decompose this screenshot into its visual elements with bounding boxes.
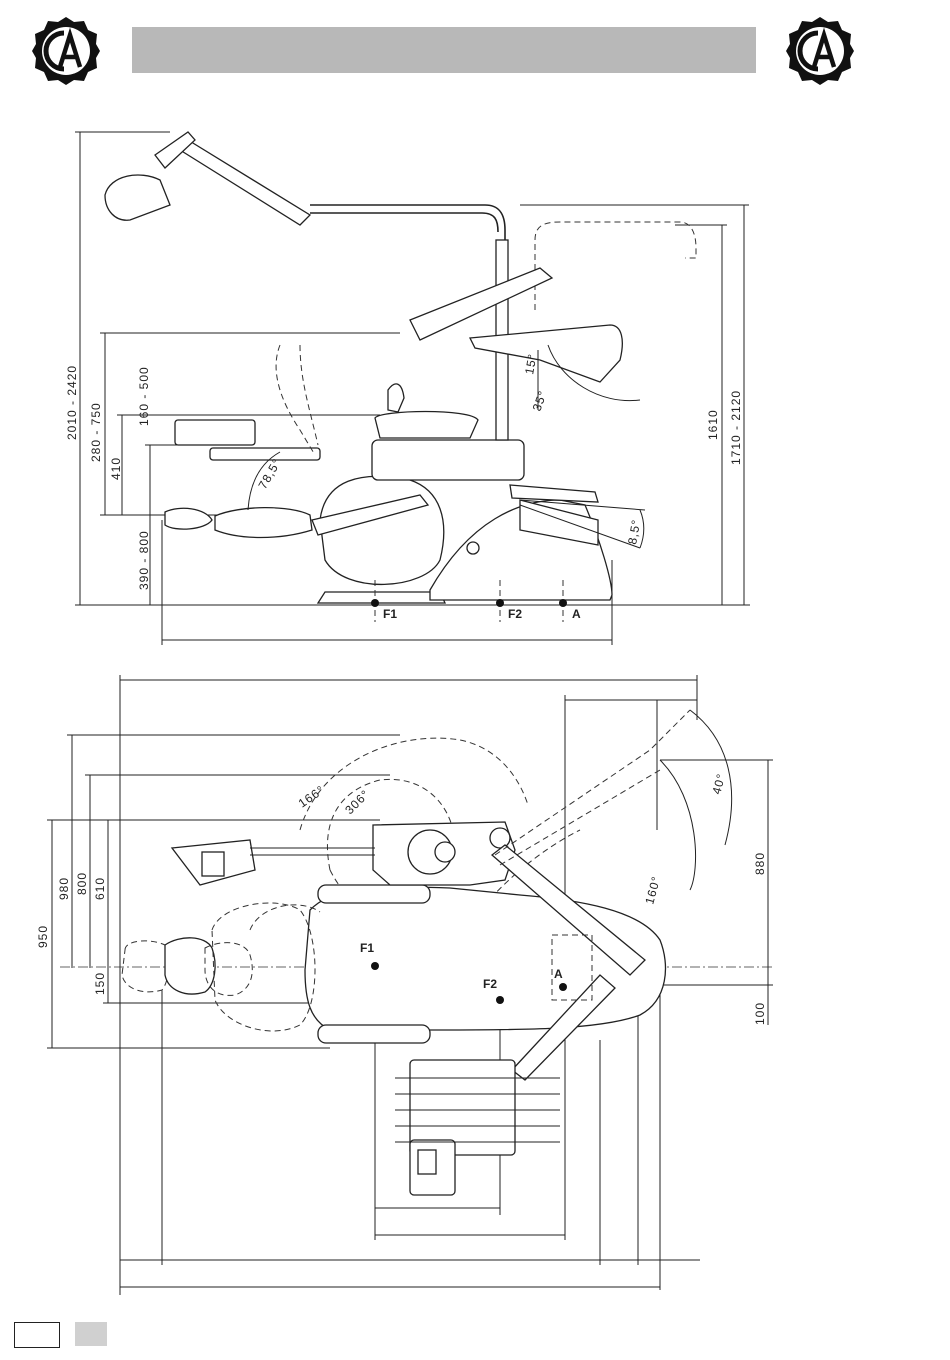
label-f1-plan: F1	[360, 941, 374, 955]
dim-390-800: 390 - 800	[137, 530, 151, 590]
dim-280-750: 280 - 750	[89, 402, 103, 462]
dim-160-500: 160 - 500	[137, 366, 151, 426]
angle-8-5: 8,5°	[625, 518, 643, 546]
point-f1-elevation	[371, 599, 379, 607]
angle-15: 15°	[522, 352, 539, 375]
plan-view: F1 F2 A 950 980 800 610 150 880 100 166°…	[36, 675, 775, 1295]
label-f2-plan: F2	[483, 977, 497, 991]
point-a-plan	[559, 983, 567, 991]
page-number-box	[14, 1322, 60, 1348]
dim-950: 950	[36, 925, 50, 948]
dim-800: 800	[75, 872, 89, 895]
dim-1610: 1610	[706, 409, 720, 440]
label-a-elevation: A	[572, 607, 581, 621]
point-a-elevation	[559, 599, 567, 607]
label-a-plan: A	[554, 967, 563, 981]
label-f1-elevation: F1	[383, 607, 397, 621]
angle-35: 35°	[530, 388, 550, 413]
label-f2-elevation: F2	[508, 607, 522, 621]
footer-tab	[75, 1322, 107, 1346]
dim-610: 610	[93, 877, 107, 900]
angle-166: 166°	[296, 782, 328, 810]
dim-410: 410	[109, 457, 123, 480]
angle-40: 40°	[709, 772, 728, 796]
angle-160: 160°	[642, 874, 663, 905]
dim-150: 150	[93, 972, 107, 995]
dim-100: 100	[753, 1002, 767, 1025]
dim-2010-2420: 2010 - 2420	[65, 365, 79, 440]
dim-1710-2120: 1710 - 2120	[729, 390, 743, 465]
angle-306: 306°	[342, 787, 372, 817]
point-f2-elevation	[496, 599, 504, 607]
angle-78-5: 78,5°	[255, 456, 284, 492]
dim-880: 880	[753, 852, 767, 875]
dim-980: 980	[57, 877, 71, 900]
point-f1-plan	[371, 962, 379, 970]
point-f2-plan	[496, 996, 504, 1004]
elevation-view: F1 F2 A 2010 - 2420 280 - 750 410 160 - …	[65, 132, 750, 645]
